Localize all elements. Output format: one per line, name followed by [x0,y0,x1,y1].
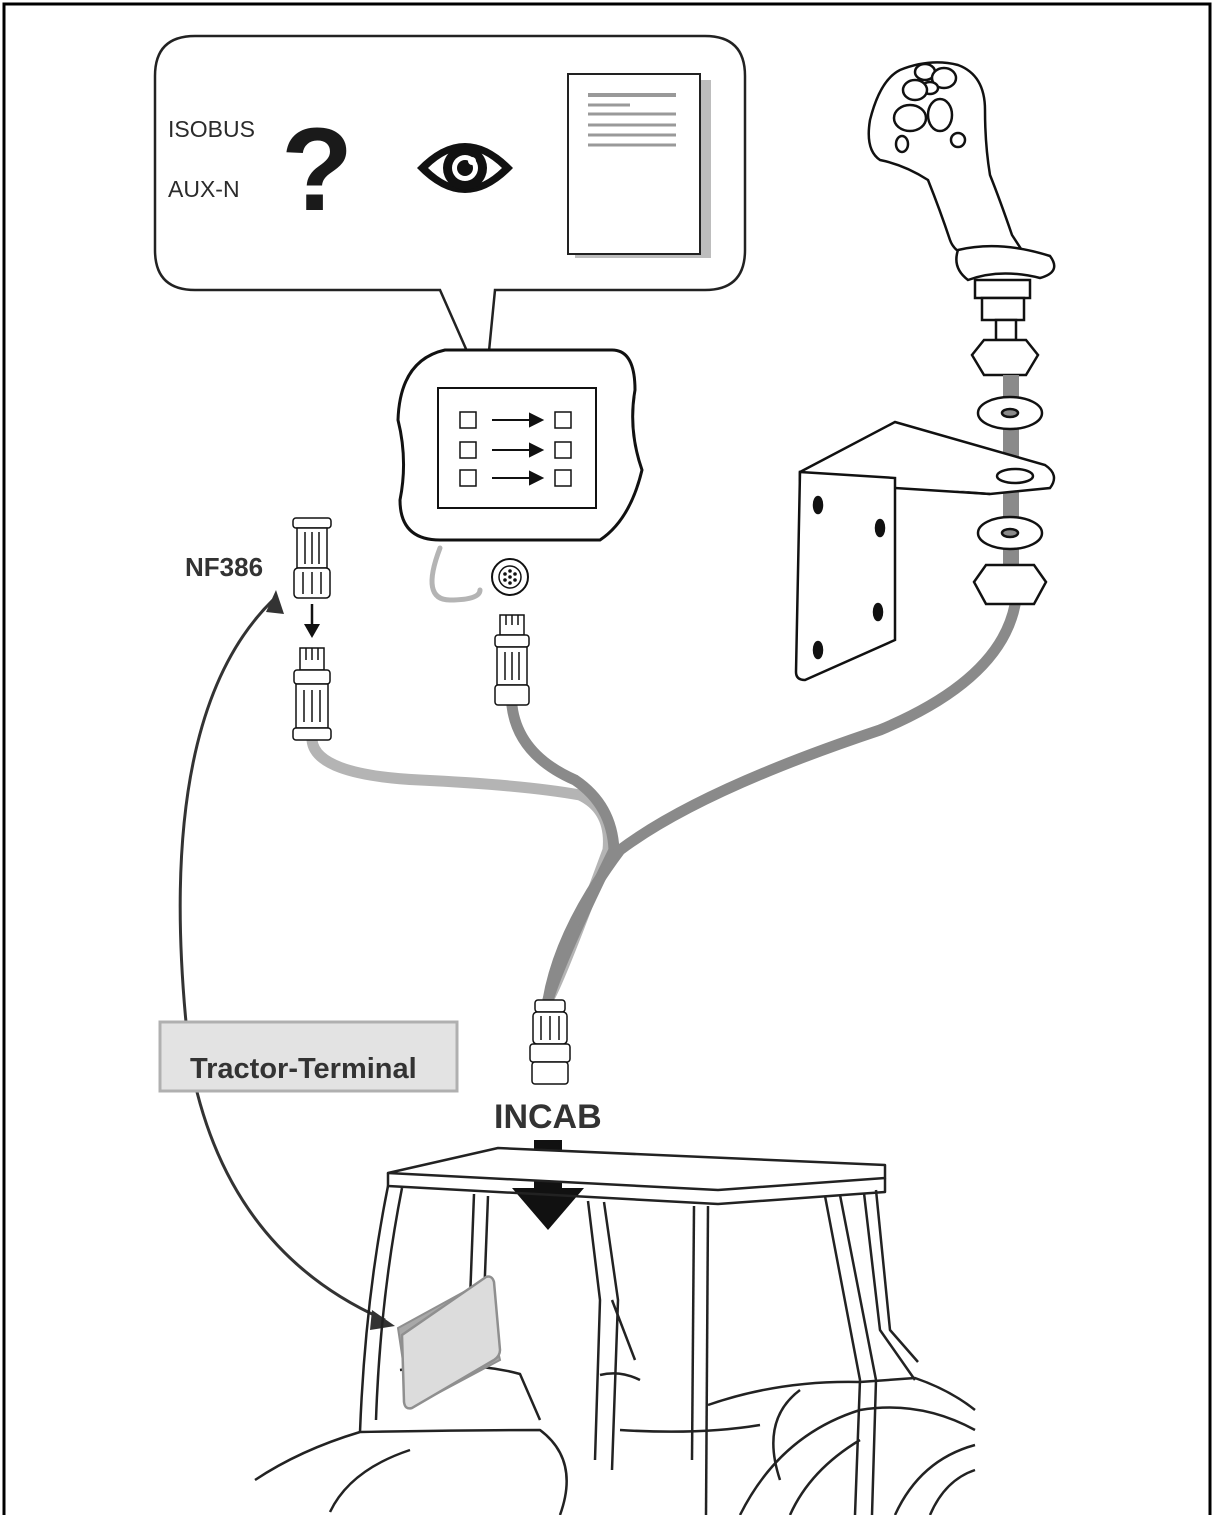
incab-down-arrow [512,1140,584,1230]
aux-plug-connector [494,614,530,706]
in-cab-terminal [396,1275,502,1410]
info-bubble: ISOBUS AUX-N ? [153,34,747,397]
incab-label: INCAB [494,1098,602,1136]
aux-control-unit [396,348,644,542]
tractor-cab [254,1146,976,1515]
tractor-terminal-box [158,1020,459,1093]
nf386-label: NF386 [185,552,263,582]
joystick [867,61,1056,377]
cable-harness [306,545,1021,1006]
nf386-connector-top [292,517,332,599]
connect-arrow [304,604,320,638]
tractor-terminal-label: Tractor-Terminal [190,1053,417,1085]
washers-and-nuts [972,395,1048,606]
question-mark: ? [281,104,353,236]
eye-icon [417,143,513,193]
document-icon [567,73,711,258]
incab-plug [529,999,571,1085]
nf386-connector-bottom [292,647,332,741]
aux-n-label: AUX-N [168,176,240,202]
isobus-label: ISOBUS [168,116,255,142]
mounting-bracket [794,420,1056,682]
round-socket-connector [491,558,529,596]
